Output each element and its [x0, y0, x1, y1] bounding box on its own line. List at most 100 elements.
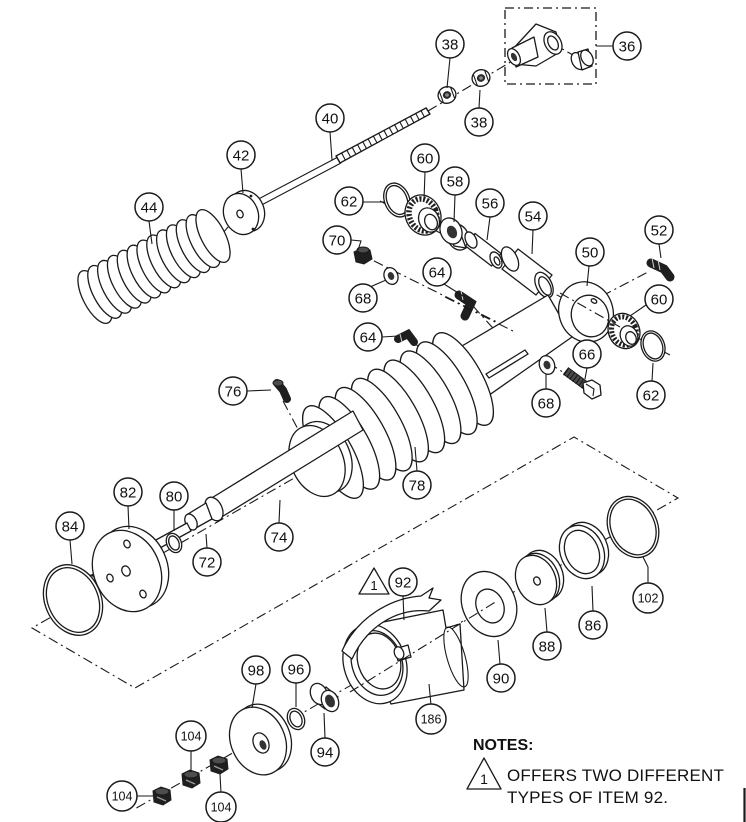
callout-circle[interactable] — [192, 547, 222, 577]
fitting-52-centerline — [601, 270, 651, 297]
callout-52[interactable]: 52 — [644, 215, 674, 259]
callout-58[interactable]: 58 — [440, 166, 470, 223]
callout-leader — [205, 533, 208, 549]
callout-circle[interactable] — [348, 283, 378, 313]
callout-44[interactable]: 44 — [134, 192, 164, 245]
callout-82[interactable]: 82 — [113, 477, 143, 530]
callout-68[interactable]: 68 — [348, 279, 387, 313]
callout-94[interactable]: 94 — [310, 712, 340, 767]
callout-circle[interactable] — [415, 703, 447, 735]
callout-92[interactable]: 92 — [388, 567, 418, 621]
callout-62[interactable]: 62 — [334, 186, 384, 216]
callout-104[interactable]: 104 — [175, 720, 207, 772]
notes-line-2: TYPES OF ITEM 92. — [507, 788, 668, 807]
callout-circle[interactable] — [241, 655, 271, 685]
callout-88[interactable]: 88 — [532, 607, 562, 661]
callout-186[interactable]: 186 — [415, 683, 447, 735]
part-96-o-ring — [286, 707, 306, 731]
callout-number: 56 — [482, 195, 499, 212]
callout-circle[interactable] — [440, 166, 470, 196]
callout-circle[interactable] — [518, 201, 548, 231]
part-40-threaded-rod — [248, 107, 431, 211]
callout-number: 94 — [317, 744, 334, 761]
callout-leader — [323, 712, 326, 739]
callout-circle[interactable] — [578, 610, 608, 640]
callout-circle[interactable] — [334, 186, 364, 216]
callout-circle[interactable] — [531, 388, 561, 418]
callout-56[interactable]: 56 — [475, 188, 505, 241]
callout-38[interactable]: 38 — [464, 89, 494, 137]
callout-104[interactable]: 104 — [205, 773, 237, 822]
callout-86[interactable]: 86 — [578, 585, 608, 640]
callout-80[interactable]: 80 — [159, 481, 189, 531]
callout-38[interactable]: 38 — [435, 29, 465, 89]
callout-leader — [658, 243, 662, 259]
callout-circle[interactable] — [475, 188, 505, 218]
callout-circle[interactable] — [113, 477, 143, 507]
callout-36[interactable]: 36 — [596, 31, 642, 61]
callout-leader — [369, 279, 387, 288]
callout-98[interactable]: 98 — [241, 655, 271, 709]
callout-circle[interactable] — [572, 339, 602, 369]
callout-circle[interactable] — [435, 29, 465, 59]
callout-42[interactable]: 42 — [226, 140, 256, 194]
callout-circle[interactable] — [402, 470, 432, 500]
callout-66[interactable]: 66 — [572, 339, 602, 380]
callout-circle[interactable] — [612, 31, 642, 61]
callout-circle[interactable] — [281, 654, 311, 684]
callout-78[interactable]: 78 — [402, 446, 432, 500]
part-104-nut-1 — [152, 786, 172, 806]
callout-102[interactable]: 102 — [632, 556, 664, 614]
callout-84[interactable]: 84 — [55, 511, 85, 565]
callout-circle[interactable] — [486, 663, 516, 693]
callout-circle[interactable] — [218, 376, 248, 406]
callout-50[interactable]: 50 — [575, 237, 605, 287]
callout-number: 36 — [619, 38, 636, 55]
callout-circle[interactable] — [422, 257, 452, 287]
callout-60[interactable]: 60 — [629, 284, 674, 317]
callout-circle[interactable] — [632, 582, 664, 614]
callout-circle[interactable] — [205, 791, 237, 822]
callout-circle[interactable] — [532, 631, 562, 661]
callout-circle[interactable] — [55, 511, 85, 541]
callout-62[interactable]: 62 — [636, 362, 666, 410]
callout-circle[interactable] — [388, 567, 418, 597]
callout-70[interactable]: 70 — [322, 225, 362, 255]
fitting-70-centerline — [355, 251, 514, 331]
callout-40[interactable]: 40 — [315, 103, 345, 161]
callout-circle[interactable] — [644, 215, 674, 245]
callout-74[interactable]: 74 — [264, 499, 294, 552]
callout-circle[interactable] — [310, 737, 340, 767]
callout-circle[interactable] — [159, 481, 189, 511]
callout-circle[interactable] — [464, 107, 494, 137]
part-56-pin — [464, 231, 503, 269]
part-82-end-plate — [91, 525, 170, 613]
callout-54[interactable]: 54 — [518, 201, 548, 255]
callout-circle[interactable] — [410, 143, 440, 173]
callout-60[interactable]: 60 — [410, 143, 440, 201]
callout-circle[interactable] — [134, 192, 164, 222]
callout-104[interactable]: 104 — [106, 780, 155, 812]
callout-76[interactable]: 76 — [218, 376, 272, 406]
callout-circle[interactable] — [353, 322, 383, 352]
callout-circle[interactable] — [264, 522, 294, 552]
callout-circle[interactable] — [106, 780, 138, 812]
callout-number: 70 — [329, 232, 346, 249]
callout-90[interactable]: 90 — [486, 639, 516, 693]
callout-circle[interactable] — [315, 103, 345, 133]
callout-64[interactable]: 64 — [353, 322, 399, 352]
callout-circle[interactable] — [636, 380, 666, 410]
callout-circle[interactable] — [644, 284, 674, 314]
callout-leader — [251, 683, 257, 709]
callout-64[interactable]: 64 — [422, 257, 464, 297]
callout-68[interactable]: 68 — [531, 374, 561, 418]
part-44-coil-spring — [77, 208, 231, 325]
callout-circle[interactable] — [226, 140, 256, 170]
callout-circle[interactable] — [322, 225, 352, 255]
callout-72[interactable]: 72 — [192, 533, 222, 577]
callout-leader — [497, 639, 501, 665]
callout-96[interactable]: 96 — [281, 654, 311, 707]
callout-circle[interactable] — [175, 720, 207, 752]
callout-circle[interactable] — [575, 237, 605, 267]
